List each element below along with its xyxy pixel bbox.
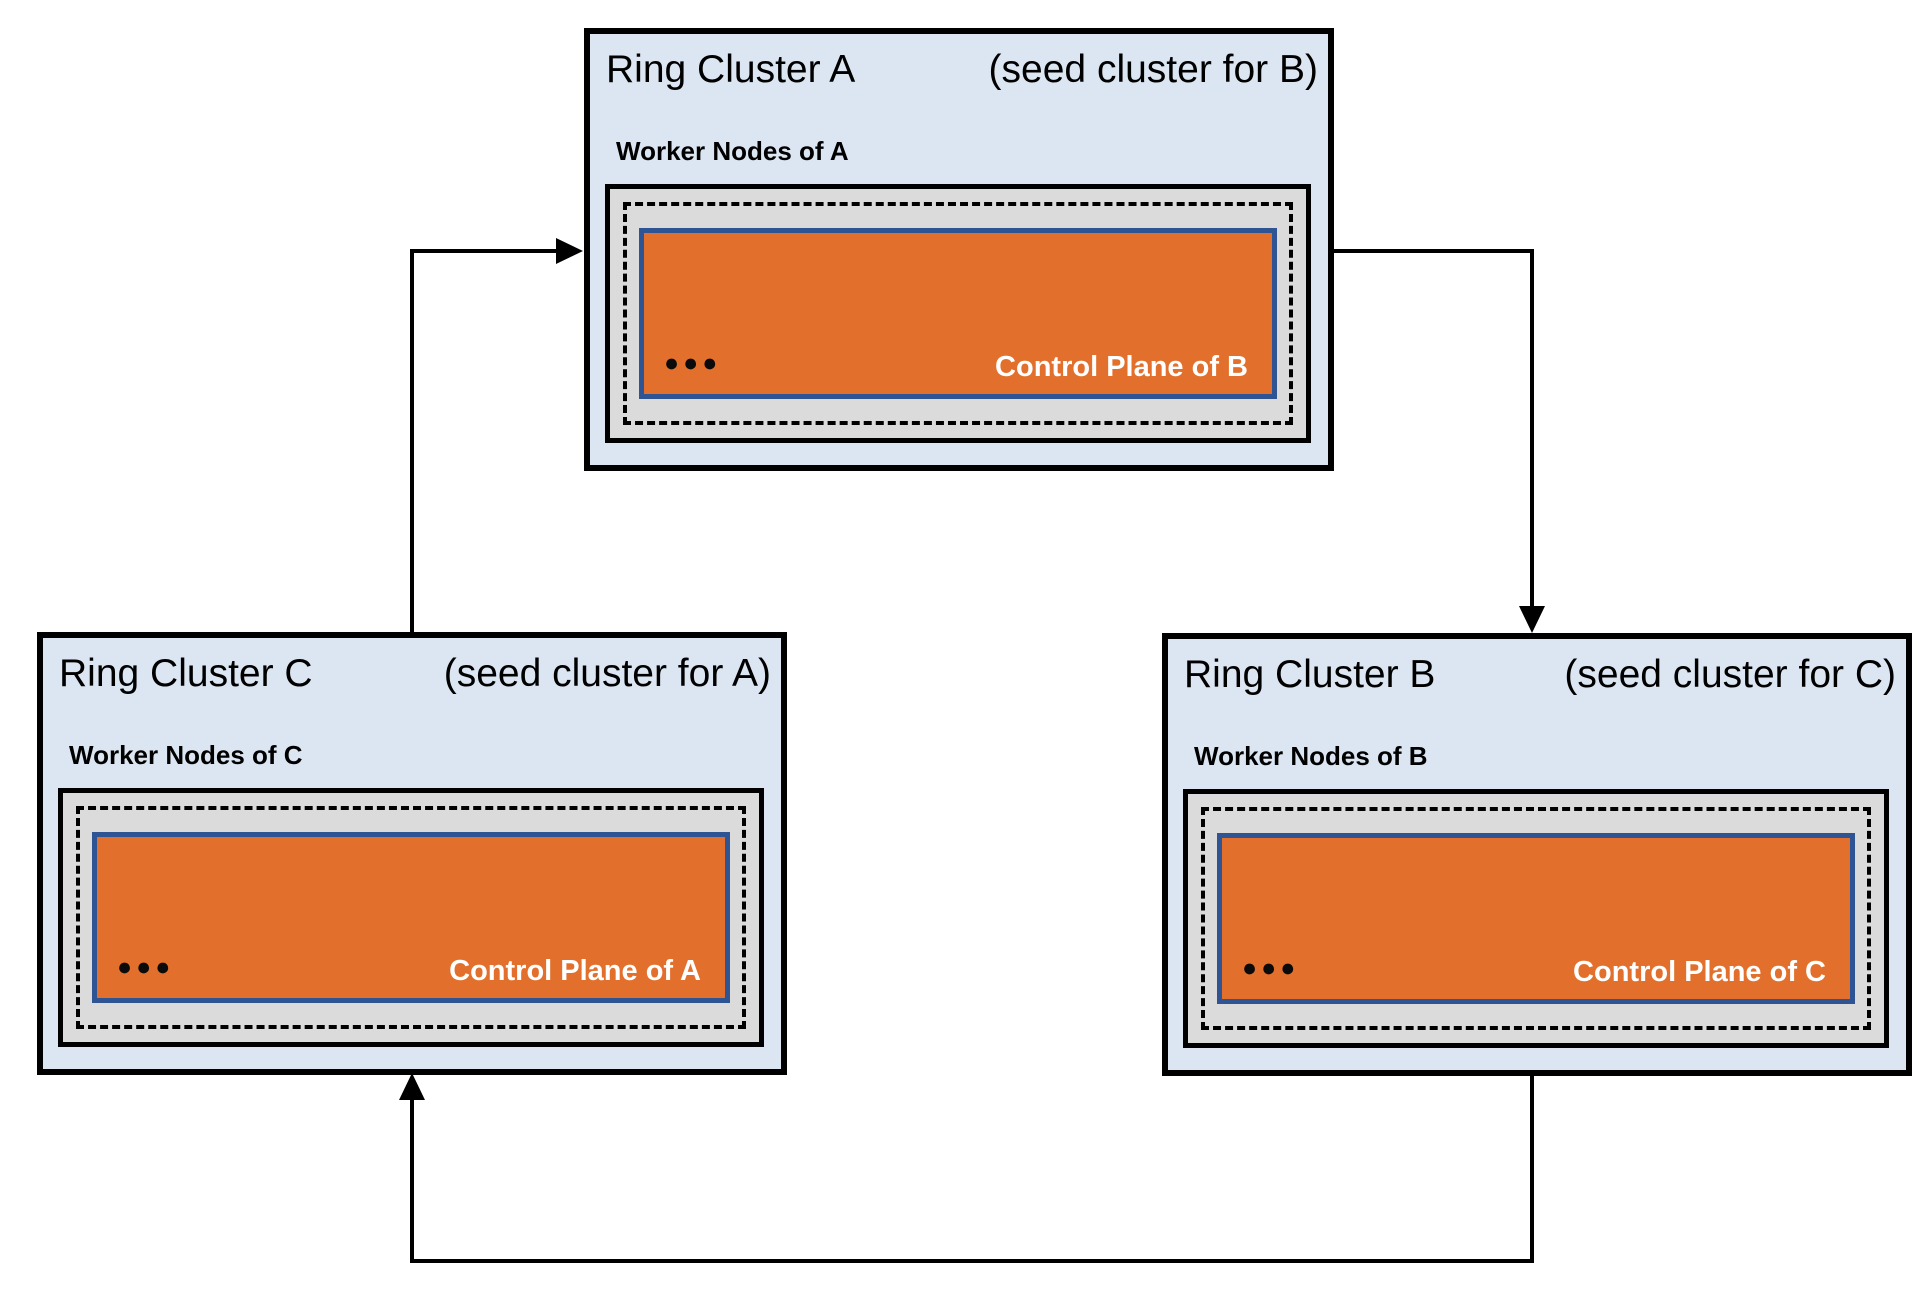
cluster-b-title-row: Ring Cluster B (seed cluster for C) (1168, 639, 1906, 698)
arrowhead-into-b-icon (1519, 606, 1545, 633)
connector-b-to-c-drop-segment (1530, 1076, 1534, 1263)
cluster-a-worker-nodes-label: Worker Nodes of A (616, 136, 849, 166)
connector-a-to-b-vertical-segment (1530, 249, 1534, 611)
connector-a-to-b-horizontal-segment (1334, 249, 1534, 253)
cluster-a-title-row: Ring Cluster A (seed cluster for B) (590, 34, 1328, 93)
cluster-b-seed-note: (seed cluster for C) (1564, 653, 1896, 696)
cluster-c-control-plane-label: Control Plane of A (449, 955, 701, 987)
connector-c-to-a-vertical-segment (410, 249, 414, 632)
cluster-b-control-plane-label: Control Plane of C (1573, 956, 1826, 988)
cluster-a-seed-note: (seed cluster for B) (988, 48, 1318, 91)
cluster-b-title: Ring Cluster B (1184, 653, 1436, 696)
cluster-card-c: Ring Cluster C (seed cluster for A) Work… (37, 632, 787, 1075)
cluster-a-dashed-boundary: ●●● Control Plane of B (623, 202, 1293, 425)
connector-b-to-c-rise-segment (410, 1096, 414, 1263)
cluster-b-control-plane-box: ●●● Control Plane of C (1217, 833, 1855, 1004)
cluster-c-control-plane-box: ●●● Control Plane of A (92, 832, 730, 1003)
cluster-c-seed-note: (seed cluster for A) (443, 652, 771, 695)
cluster-c-worker-nodes-box: ●●● Control Plane of A (58, 788, 764, 1047)
cluster-a-title: Ring Cluster A (606, 48, 856, 91)
cluster-b-worker-nodes-label: Worker Nodes of B (1194, 741, 1428, 771)
cluster-c-worker-nodes-label: Worker Nodes of C (69, 740, 303, 770)
arrowhead-into-a-icon (556, 238, 583, 264)
cluster-c-title-row: Ring Cluster C (seed cluster for A) (43, 638, 781, 697)
ellipsis-dots: ●●● (117, 953, 175, 981)
ellipsis-dots: ●●● (664, 349, 722, 377)
cluster-b-dashed-boundary: ●●● Control Plane of C (1201, 807, 1871, 1030)
connector-b-to-c-horizontal-segment (410, 1259, 1534, 1263)
cluster-a-control-plane-box: ●●● Control Plane of B (639, 228, 1277, 399)
cluster-b-worker-nodes-box: ●●● Control Plane of C (1183, 789, 1889, 1048)
cluster-card-a: Ring Cluster A (seed cluster for B) Work… (584, 28, 1334, 471)
cluster-c-dashed-boundary: ●●● Control Plane of A (76, 806, 746, 1029)
cluster-card-b: Ring Cluster B (seed cluster for C) Work… (1162, 633, 1912, 1076)
cluster-c-title: Ring Cluster C (59, 652, 313, 695)
arrowhead-into-c-icon (399, 1073, 425, 1100)
ellipsis-dots: ●●● (1242, 954, 1300, 982)
cluster-a-control-plane-label: Control Plane of B (995, 351, 1248, 383)
cluster-a-worker-nodes-box: ●●● Control Plane of B (605, 184, 1311, 443)
connector-c-to-a-horizontal-segment (410, 249, 560, 253)
